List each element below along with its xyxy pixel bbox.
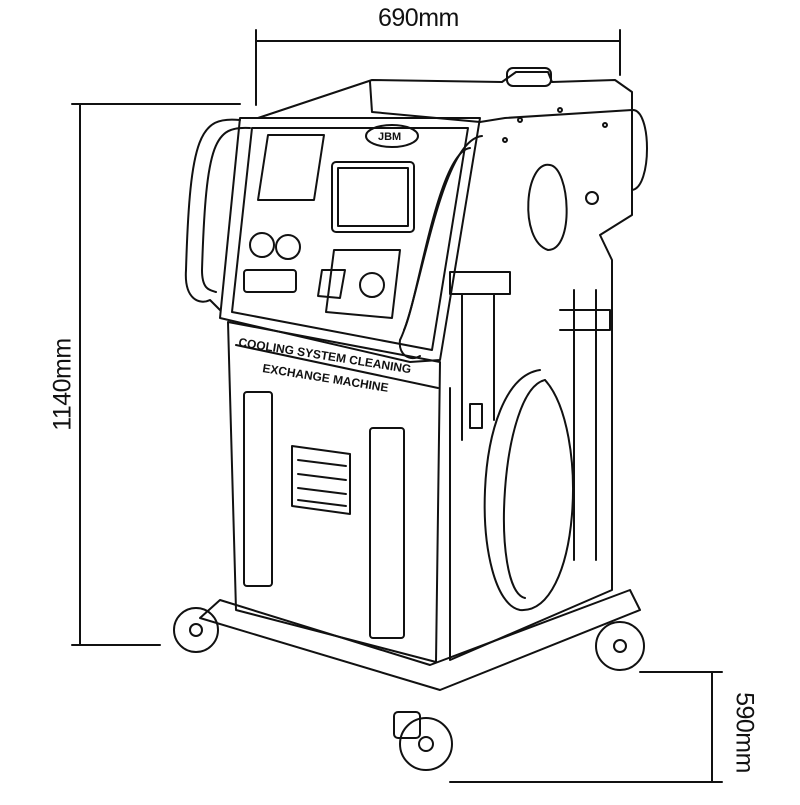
brand-logo: JBM (378, 131, 401, 143)
width-dimension-label: 690mm (378, 4, 459, 32)
right-handle (398, 135, 483, 360)
main-body: COOLING SYSTEM CLEANING EXCHANGE MACHINE (227, 321, 441, 663)
width-dimension-line (255, 29, 621, 106)
control-panel: JBM (219, 117, 481, 363)
depth-dimension-label: 590mm (730, 692, 759, 773)
wheel-front-right (393, 711, 453, 771)
depth-dimension-line (449, 671, 723, 783)
base-frame (199, 589, 641, 691)
height-dimension-line (71, 103, 241, 646)
wheel-rear-right (595, 621, 645, 671)
wheel-front-left (173, 607, 219, 653)
left-handle (184, 118, 251, 311)
height-dimension-label: 1140mm (48, 338, 77, 431)
hose-assembly (449, 163, 611, 612)
